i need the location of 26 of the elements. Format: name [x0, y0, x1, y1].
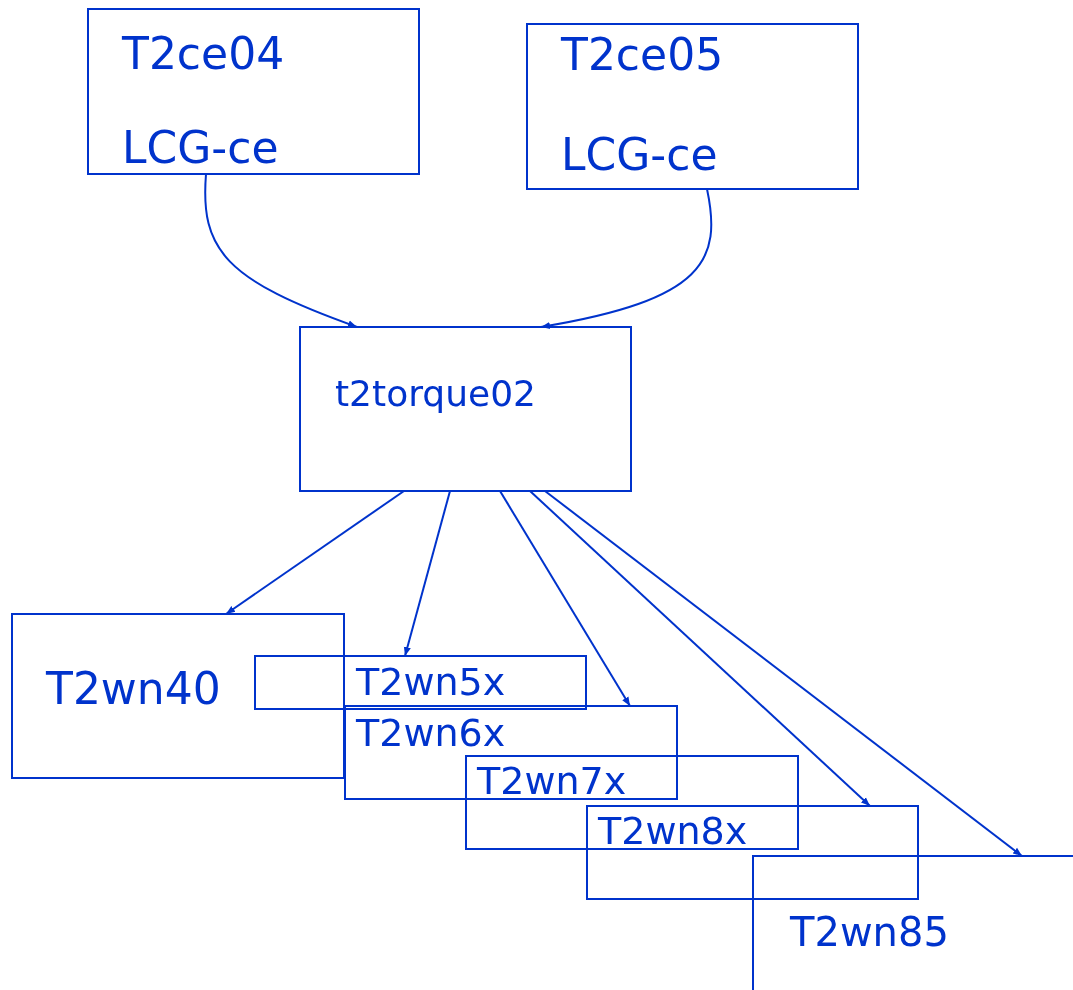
host-name: T2ce05: [561, 33, 724, 77]
host-name: T2wn85: [790, 912, 949, 952]
host-box: [254, 655, 587, 710]
arrow: [225, 490, 405, 615]
host-name: T2wn40: [46, 667, 221, 711]
host-name: T2wn5x: [356, 663, 506, 701]
host-box: [586, 805, 919, 900]
arrow: [204, 173, 358, 328]
host-box: [465, 755, 799, 850]
host-box: [11, 613, 345, 779]
host-box: [299, 326, 632, 492]
host-name: T2wn6x: [356, 714, 506, 752]
host-box: [344, 705, 678, 800]
host-role: LCG-ce: [561, 133, 718, 177]
arrow: [544, 490, 1023, 857]
host-box: [526, 23, 859, 190]
host-box: [87, 8, 420, 175]
host-name: t2torque02: [335, 376, 536, 412]
arrow: [403, 490, 451, 657]
host-name: T2ce04: [122, 32, 285, 76]
host-name: T2wn7x: [477, 762, 627, 800]
arrow: [529, 490, 871, 807]
arrow: [499, 490, 631, 707]
host-role: LCG-ce: [122, 126, 279, 170]
arrow: [540, 188, 713, 329]
host-name: T2wn8x: [598, 812, 748, 850]
